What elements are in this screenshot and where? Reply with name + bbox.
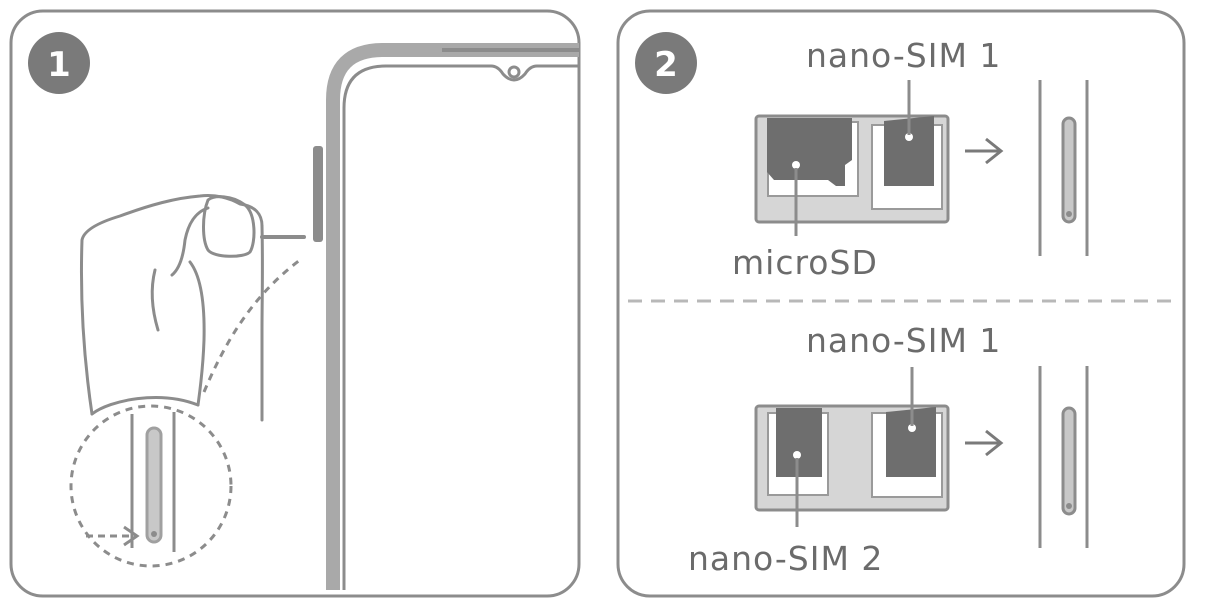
arrow-right-icon (965, 137, 1004, 165)
arrow-right-icon (965, 429, 1004, 457)
hand-pin-icon (80, 194, 306, 422)
upper-configuration: nano-SIM 1 microSD (732, 36, 1089, 282)
panel-step-2: 2 nano-SIM 1 microSD (616, 9, 1186, 598)
step-2-number: 2 (654, 45, 678, 85)
step-2-badge (635, 32, 697, 94)
upper-label-microsd: microSD (732, 243, 878, 282)
panel-step-1: 1 (9, 9, 581, 598)
panel-1-frame (9, 9, 581, 598)
zoom-callout (69, 258, 301, 568)
step-1-number: 1 (47, 45, 71, 85)
phone-side-slot (1038, 80, 1089, 256)
lower-configuration: nano-SIM 1 nano-SIM 2 (688, 321, 1089, 578)
lower-label-nano-sim-2: nano-SIM 2 (688, 539, 883, 578)
phone-side-slot (1038, 366, 1089, 548)
zoom-tray-slot (130, 412, 176, 552)
lower-label-nano-sim-1: nano-SIM 1 (806, 321, 1001, 360)
step-1-badge (28, 32, 90, 94)
phone-frame-icon (313, 43, 579, 590)
pin-direction-arrow-icon (86, 525, 140, 547)
sim-tray-icon (754, 404, 950, 512)
upper-label-nano-sim-1: nano-SIM 1 (806, 36, 1001, 75)
sim-tray-icon (754, 114, 950, 224)
